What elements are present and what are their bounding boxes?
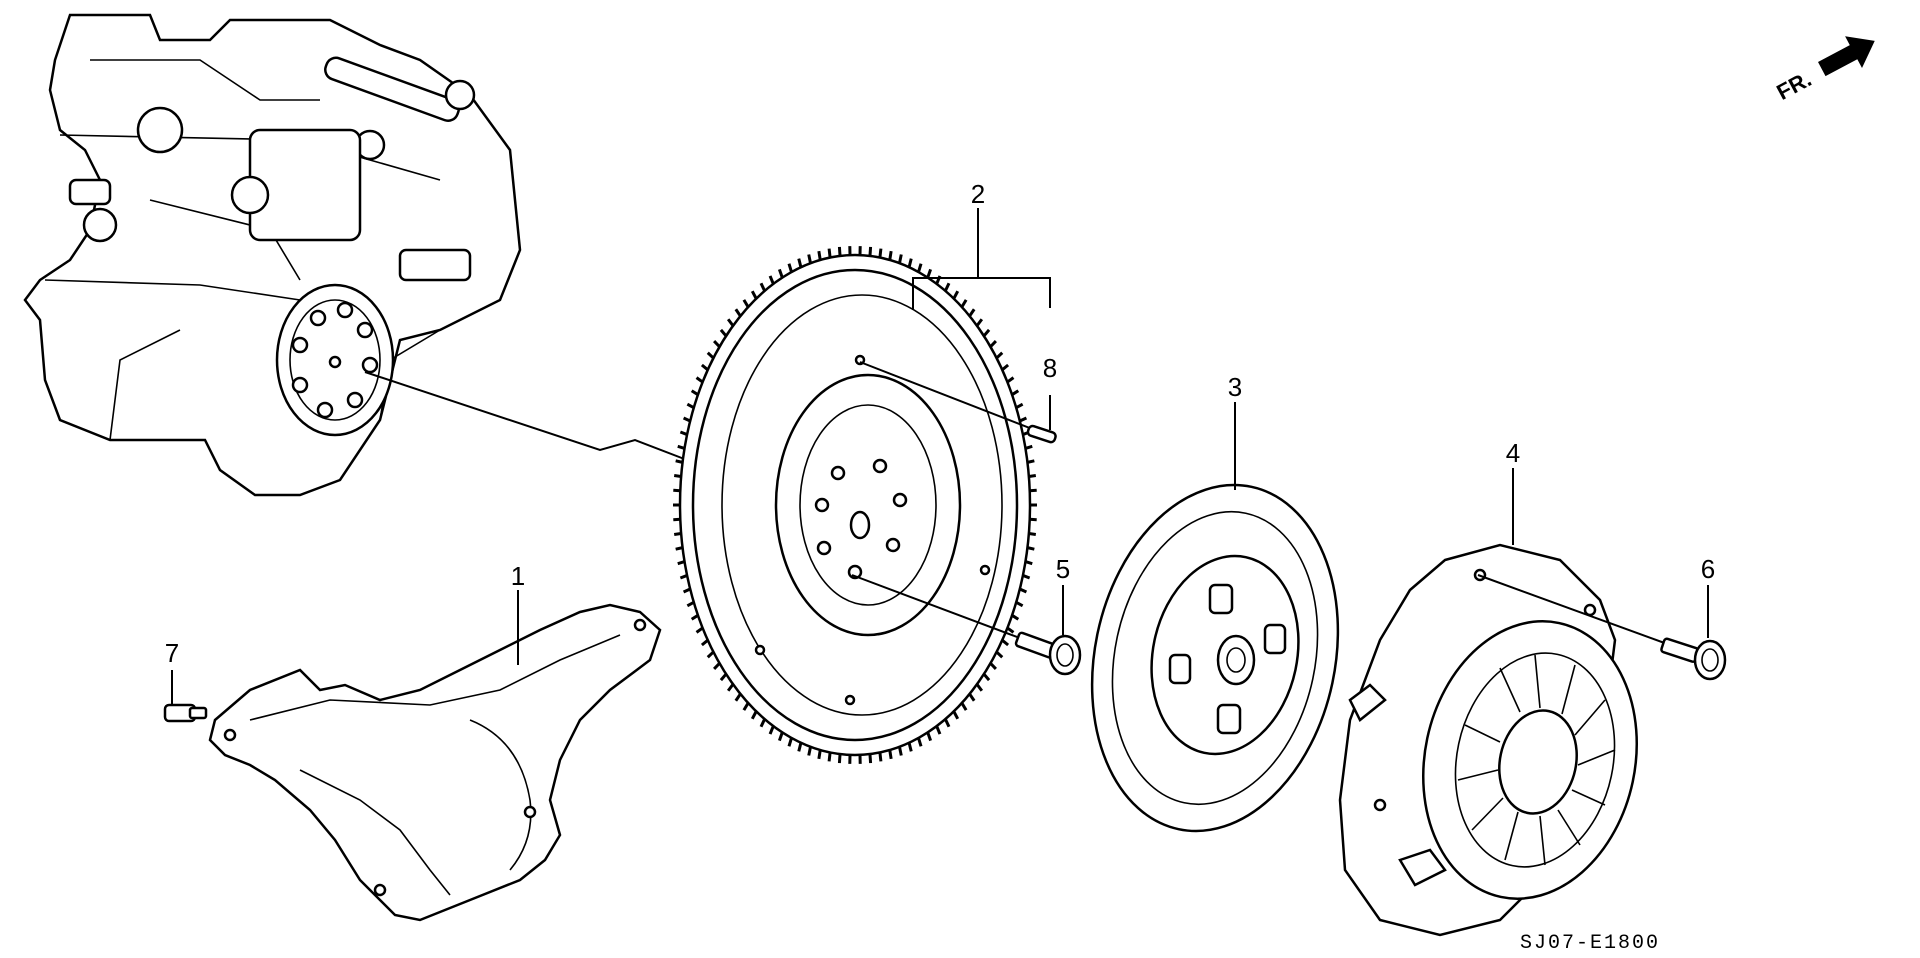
alignment-line-flywheel-bolt xyxy=(851,574,1026,641)
gear-tooth xyxy=(868,246,873,257)
gear-tooth xyxy=(759,718,766,728)
gear-tooth xyxy=(817,250,822,261)
gear-tooth xyxy=(827,752,832,762)
flywheel xyxy=(673,246,1037,764)
gear-tooth xyxy=(917,263,923,273)
gear-tooth xyxy=(719,673,728,682)
clutch-cover-bolt xyxy=(1660,637,1727,681)
gear-tooth xyxy=(960,702,968,711)
front-label: FR. xyxy=(1772,66,1815,105)
gear-tooth xyxy=(777,731,784,742)
gear-tooth xyxy=(777,268,784,279)
dowel-pin xyxy=(1026,424,1057,444)
clutch-disc xyxy=(1090,483,1340,833)
gear-tooth xyxy=(898,746,903,756)
alignment-line-dowel xyxy=(859,361,1041,433)
gear-tooth xyxy=(807,254,812,264)
pressure-plate xyxy=(1338,543,1639,937)
gear-tooth xyxy=(768,725,775,735)
callout-3: 3 xyxy=(1228,372,1242,402)
callout-8: 8 xyxy=(1043,353,1057,383)
gear-tooth xyxy=(837,246,842,257)
gear-tooth xyxy=(827,248,832,258)
gear-tooth xyxy=(719,328,728,337)
gear-tooth xyxy=(888,250,893,261)
gear-tooth xyxy=(888,749,893,760)
gear-tooth xyxy=(734,308,742,317)
gear-tooth xyxy=(935,725,942,735)
gear-tooth xyxy=(734,693,742,702)
engine-block xyxy=(23,13,522,497)
gear-tooth xyxy=(898,254,903,264)
flywheel-bolt xyxy=(1014,631,1082,676)
gear-tooth xyxy=(982,328,991,337)
gear-tooth xyxy=(982,673,991,682)
gear-tooth xyxy=(926,731,933,742)
gear-tooth xyxy=(968,693,976,702)
gear-tooth xyxy=(726,683,735,692)
callout-7: 7 xyxy=(165,638,179,668)
gear-tooth xyxy=(787,737,793,747)
gear-tooth xyxy=(817,749,822,760)
diagram-code: SJ07-E1800 xyxy=(1520,932,1660,955)
callout-5: 5 xyxy=(1056,554,1070,584)
alignment-line-cover-bolt xyxy=(1477,574,1671,646)
flywheel-cover-plate xyxy=(208,603,662,922)
gear-tooth xyxy=(944,718,951,728)
gear-tooth xyxy=(868,753,873,764)
front-arrow-icon xyxy=(1818,36,1875,77)
gear-tooth xyxy=(917,737,923,747)
gear-tooth xyxy=(878,752,883,762)
gear-tooth xyxy=(878,248,883,258)
leader-lines xyxy=(171,208,1709,705)
gear-tooth xyxy=(907,742,913,752)
gear-tooth xyxy=(807,746,812,756)
gear-tooth xyxy=(952,290,960,300)
gear-tooth xyxy=(750,710,758,720)
callout-6: 6 xyxy=(1701,554,1715,584)
gear-tooth xyxy=(952,710,960,720)
gear-tooth xyxy=(975,683,984,692)
gear-tooth xyxy=(968,308,976,317)
callout-4: 4 xyxy=(1506,438,1520,468)
cover-plate-bolt xyxy=(163,703,208,723)
gear-tooth xyxy=(742,702,750,711)
gear-tooth xyxy=(944,282,951,292)
gear-tooth xyxy=(975,318,984,327)
gear-tooth xyxy=(797,742,803,752)
gear-tooth xyxy=(797,258,803,268)
gear-tooth xyxy=(837,753,842,764)
gear-tooth xyxy=(726,318,735,327)
callout-2: 2 xyxy=(971,179,985,209)
gear-tooth xyxy=(750,290,758,300)
callout-1: 1 xyxy=(511,561,525,591)
gear-tooth xyxy=(787,263,793,273)
diaphragm-fingers xyxy=(1457,654,1616,866)
gear-tooth xyxy=(742,299,750,308)
ring-gear-teeth xyxy=(673,246,1037,764)
gear-tooth xyxy=(768,275,775,285)
front-direction-indicator: FR. xyxy=(1772,36,1875,105)
gear-tooth xyxy=(907,258,913,268)
gear-tooth xyxy=(926,268,933,279)
gear-tooth xyxy=(960,299,968,308)
alignment-line-crank xyxy=(364,371,701,466)
gear-tooth xyxy=(759,282,766,292)
